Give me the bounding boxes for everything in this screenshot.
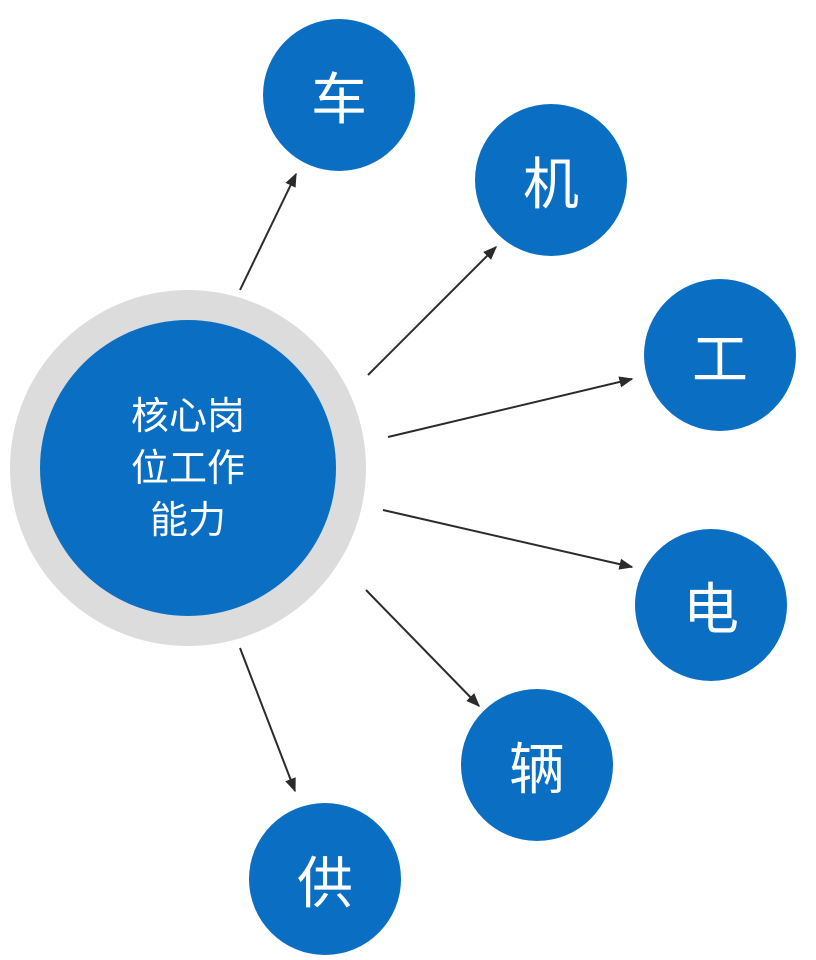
node-ji: 机 xyxy=(475,104,627,256)
center-line-1: 核心岗 xyxy=(130,394,245,438)
node-label: 辆 xyxy=(509,737,565,803)
node-label: 供 xyxy=(297,851,353,917)
arrow-to-che xyxy=(239,172,297,291)
node-gong-supply: 供 xyxy=(249,803,401,955)
node-dian: 电 xyxy=(635,529,787,681)
node-che: 车 xyxy=(263,19,415,171)
center-line-2: 位工作 xyxy=(130,446,245,490)
node-label: 机 xyxy=(523,152,579,218)
arrow-to-dian xyxy=(382,509,634,570)
arrow-to-gong-supply xyxy=(239,647,296,793)
center-node: 核心岗 位工作 能力 xyxy=(40,320,336,616)
node-gong: 工 xyxy=(644,279,796,431)
arrow-to-gong xyxy=(387,376,634,438)
center-line-3: 能力 xyxy=(149,498,226,542)
node-label: 电 xyxy=(683,577,739,643)
node-liang: 辆 xyxy=(461,689,613,841)
node-label: 工 xyxy=(692,327,748,393)
arrow-to-ji xyxy=(367,246,497,376)
arrow-to-liang xyxy=(365,589,480,708)
node-label: 车 xyxy=(311,67,367,133)
